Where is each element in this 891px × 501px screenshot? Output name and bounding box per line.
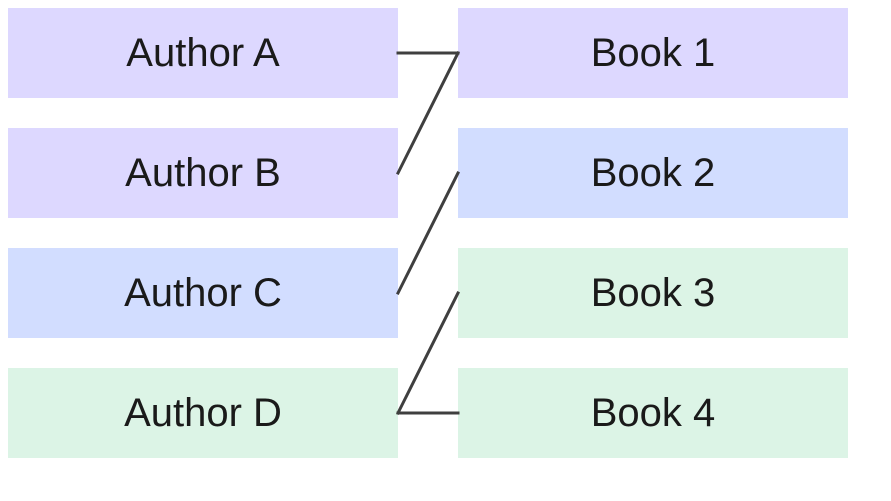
book-box-3: Book 3 [458, 248, 848, 338]
author-box-a: Author A [8, 8, 398, 98]
connector-author-d-book-3 [395, 290, 461, 416]
connector-author-b-book-1 [395, 50, 461, 176]
author-label-a: Author A [126, 31, 280, 75]
author-box-b: Author B [8, 128, 398, 218]
book-label-1: Book 1 [590, 31, 716, 75]
author-box-d: Author D [8, 368, 398, 458]
book-label-2: Book 2 [590, 151, 716, 195]
book-box-2: Book 2 [458, 128, 848, 218]
book-box-4: Book 4 [458, 368, 848, 458]
connector-author-c-book-2 [395, 170, 461, 296]
book-label-4: Book 4 [590, 391, 716, 435]
author-label-d: Author D [124, 391, 282, 435]
book-label-3: Book 3 [590, 271, 716, 315]
author-label-b: Author B [125, 151, 281, 195]
book-box-1: Book 1 [458, 8, 848, 98]
author-box-c: Author C [8, 248, 398, 338]
author-label-c: Author C [124, 271, 282, 315]
